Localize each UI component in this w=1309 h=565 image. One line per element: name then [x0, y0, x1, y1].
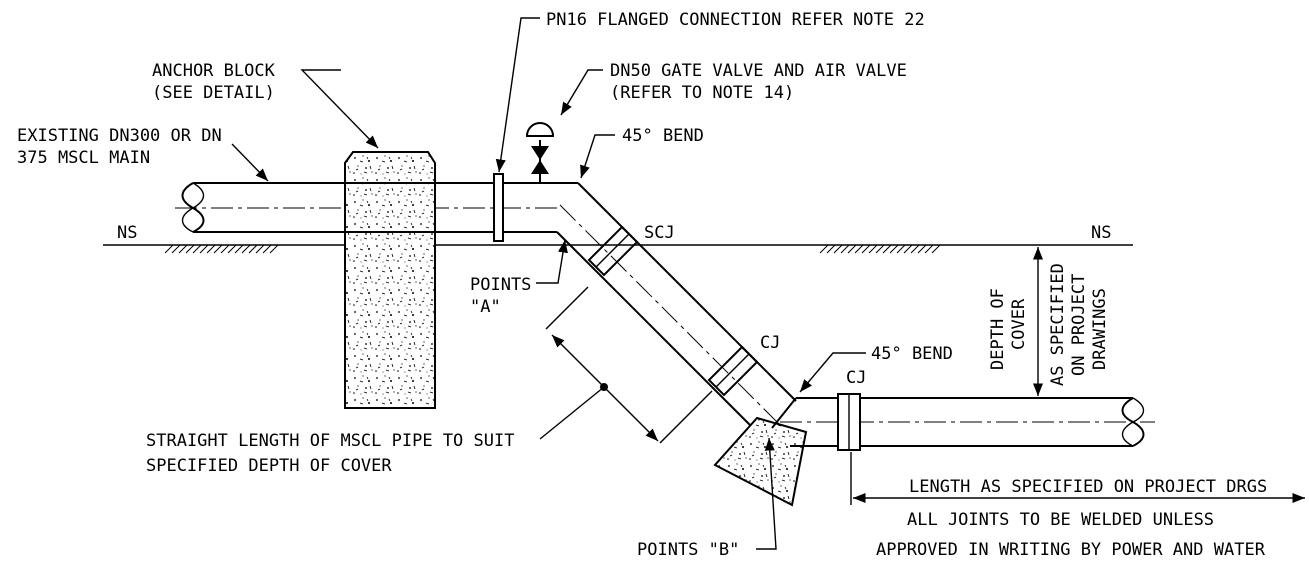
ground-hatching-left — [164, 244, 279, 254]
points-a-label-line2: "A" — [470, 297, 501, 317]
joints-label-line2: APPROVED IN WRITING BY POWER AND WATER — [876, 540, 1266, 560]
joints-label-line1: ALL JOINTS TO BE WELDED UNLESS — [907, 510, 1214, 530]
cj-joint-sloped — [707, 345, 759, 397]
pn16-flange — [493, 173, 504, 242]
spec-label-line1: AS SPECIFIED — [1048, 263, 1068, 386]
cj-mid-label: CJ — [760, 333, 780, 353]
existing-main-label-line2: 375 MSCL MAIN — [17, 148, 150, 168]
ns-right-label: NS — [1091, 223, 1111, 243]
spec-label-line3: DRAWINGS — [1090, 288, 1110, 370]
straight-length-dimension — [545, 286, 713, 444]
points-a-label-line1: POINTS — [470, 275, 531, 295]
existing-main-label-line1: EXISTING DN300 OR DN — [17, 126, 222, 146]
thrust-block-lower — [713, 416, 808, 507]
scj-label: SCJ — [644, 223, 675, 243]
bend-bottom-label: 45° BEND — [871, 344, 953, 364]
scj-joint — [587, 225, 639, 277]
ground-hatching-right — [819, 244, 941, 254]
anchor-block-label-line2: (SEE DETAIL) — [152, 83, 275, 103]
length-label: LENGTH AS SPECIFIED ON PROJECT DRGS — [909, 477, 1267, 497]
dn50-label-line2: (REFER TO NOTE 14) — [610, 83, 794, 103]
length-dimension — [850, 452, 1305, 505]
anchor-block — [344, 151, 436, 409]
spec-label-line2: ON PROJECT — [1069, 274, 1089, 376]
cj-joint-sloped-mid — [715, 353, 750, 388]
cj-right-label: CJ — [846, 368, 866, 388]
bend-top-label: 45° BEND — [622, 126, 704, 146]
gate-valve-air-valve-icon — [525, 122, 555, 183]
depth-of-cover-label-line2: COVER — [1009, 298, 1029, 350]
dn50-label-line1: DN50 GATE VALVE AND AIR VALVE — [610, 61, 907, 81]
straight-length-label-line2: SPECIFIED DEPTH OF COVER — [146, 456, 392, 476]
lower-pipe — [771, 397, 1155, 447]
points-b-label: POINTS "B" — [637, 540, 739, 560]
straight-length-label-line1: STRAIGHT LENGTH OF MSCL PIPE TO SUIT — [146, 431, 514, 451]
leader-lines — [231, 17, 866, 550]
sloped-pipe-45deg — [556, 182, 797, 438]
pn16-label: PN16 FLANGED CONNECTION REFER NOTE 22 — [546, 10, 925, 30]
depth-of-cover-label-line1: DEPTH OF — [988, 288, 1008, 370]
scj-joint-mid — [595, 233, 630, 268]
anchor-block-label-line1: ANCHOR BLOCK — [152, 61, 276, 81]
ns-left-label: NS — [117, 223, 137, 243]
